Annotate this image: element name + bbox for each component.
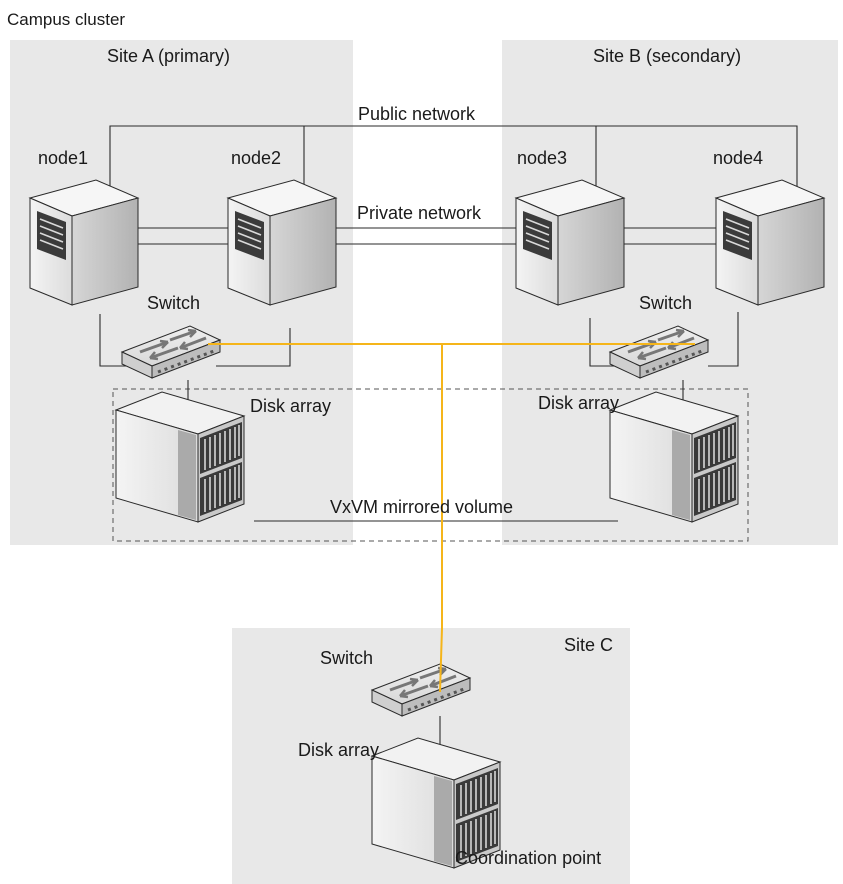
node4-server	[715, 179, 825, 306]
public-network-label: Public network	[358, 104, 476, 124]
node3-label: node3	[517, 148, 567, 168]
site-b-label: Site B (secondary)	[593, 46, 741, 66]
coordination-point-label: Coordination point	[455, 848, 601, 868]
node2-server	[227, 179, 337, 306]
site-a-disk-array	[115, 391, 245, 523]
private-network-label: Private network	[357, 203, 482, 223]
site-b-disk-array-label: Disk array	[538, 393, 619, 413]
site-c-label: Site C	[564, 635, 613, 655]
site-b-switch-label: Switch	[639, 293, 692, 313]
private-network-link	[124, 227, 717, 245]
node2-label: node2	[231, 148, 281, 168]
mirrored-volume-boundary	[112, 388, 749, 542]
site-c-disk-array-label: Disk array	[298, 740, 379, 760]
site-a-disk-array-label: Disk array	[250, 396, 331, 416]
site-b-disk-array	[609, 391, 739, 523]
public-network-link	[109, 125, 798, 200]
fibre-channel-link	[208, 343, 695, 693]
node4-label: node4	[713, 148, 763, 168]
site-a-switch-label: Switch	[147, 293, 200, 313]
node3-server	[515, 179, 625, 306]
site-a-label: Site A (primary)	[107, 46, 230, 66]
site-c-switch-label: Switch	[320, 648, 373, 668]
mirrored-volume-label: VxVM mirrored volume	[330, 497, 513, 517]
diagram-title: Campus cluster	[7, 10, 125, 29]
node1-server	[29, 179, 139, 306]
node1-label: node1	[38, 148, 88, 168]
